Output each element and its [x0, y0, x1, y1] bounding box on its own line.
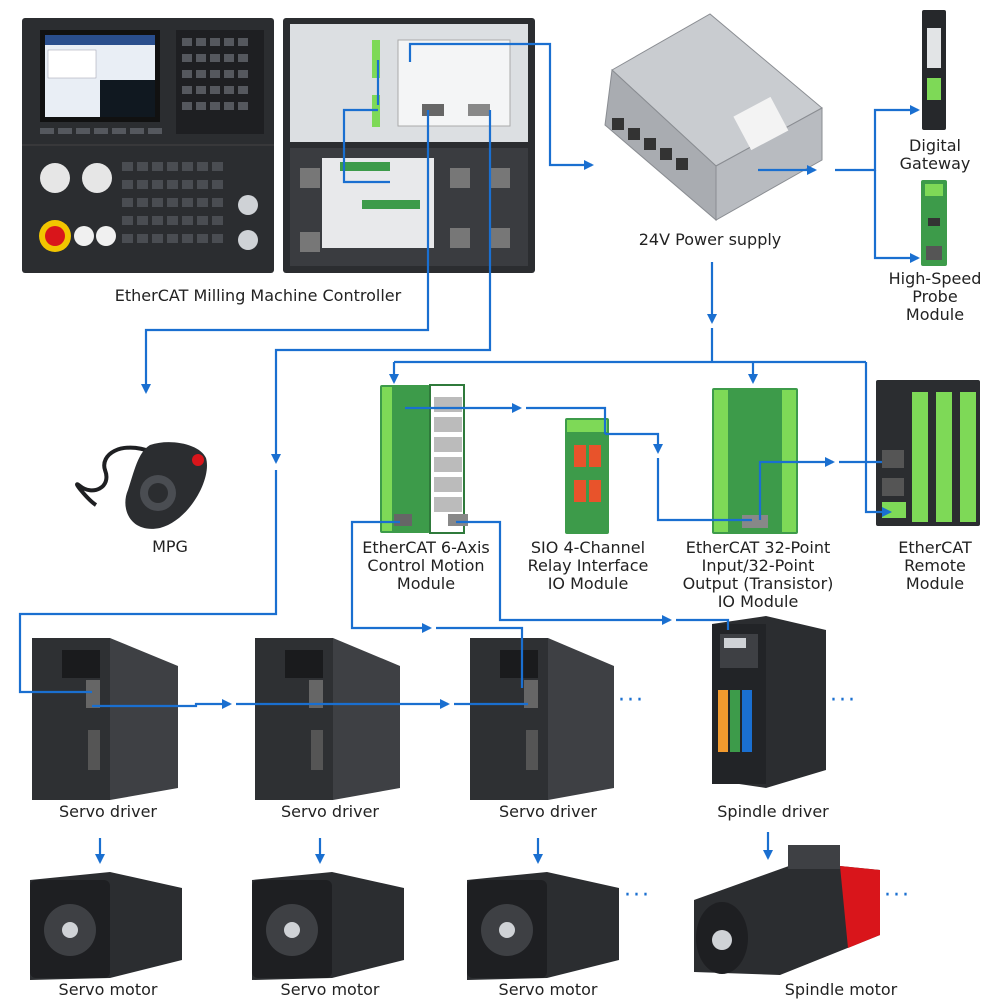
servo-driver-label-1: Servo driver — [59, 802, 157, 821]
gateway-icon — [922, 10, 946, 130]
ellipsis-spindle-driver: ··· — [830, 688, 857, 713]
servo-driver-label-2: Servo driver — [281, 802, 379, 821]
motion-module-label: EtherCAT 6-Axis Control Motion Module — [362, 538, 490, 593]
probe-icon — [921, 180, 947, 266]
digital-gateway-label: Digital Gateway — [899, 136, 971, 173]
io-module-label: EtherCAT 32-Point Input/32-Point Output … — [682, 538, 834, 611]
ellipsis-motors: ··· — [624, 883, 651, 908]
probe-module-label: High-Speed Probe Module — [888, 269, 982, 324]
mpg-label: MPG — [152, 537, 188, 556]
remote-module-label: EtherCAT Remote Module — [898, 538, 972, 593]
power-supply-icon — [604, 13, 823, 222]
cnc-controller-icon — [22, 18, 274, 273]
servo-motor-icon — [252, 872, 404, 980]
connection-wires — [18, 42, 920, 864]
servo-motor-label-3: Servo motor — [498, 980, 598, 999]
ellipsis-drivers: ··· — [618, 688, 645, 713]
servo-motor-icon — [30, 872, 182, 980]
servo-driver-icon — [470, 638, 614, 800]
servo-motor-label-2: Servo motor — [280, 980, 380, 999]
relay-module-label: SIO 4-Channel Relay Interface IO Module — [527, 538, 649, 593]
servo-motor-label-1: Servo motor — [58, 980, 158, 999]
spindle-motor-label: Spindle motor — [784, 980, 898, 999]
io-module-icon — [712, 388, 798, 534]
spindle-driver-label: Spindle driver — [717, 802, 829, 821]
servo-driver-label-3: Servo driver — [499, 802, 597, 821]
controller-label: EtherCAT Milling Machine Controller — [114, 286, 402, 305]
servo-motor-icon — [467, 872, 619, 980]
controller-rear-panel-icon — [283, 18, 535, 273]
mpg-icon — [75, 442, 207, 529]
ellipsis-spindle-motor: ··· — [884, 883, 911, 908]
remote-module-icon — [876, 380, 980, 526]
relay-module-icon — [565, 418, 609, 534]
spindle-motor-icon — [694, 845, 880, 975]
spindle-driver-icon — [712, 616, 826, 788]
power-supply-label: 24V Power supply — [638, 230, 782, 249]
servo-driver-icon — [255, 638, 400, 800]
servo-driver-icon — [32, 638, 178, 800]
